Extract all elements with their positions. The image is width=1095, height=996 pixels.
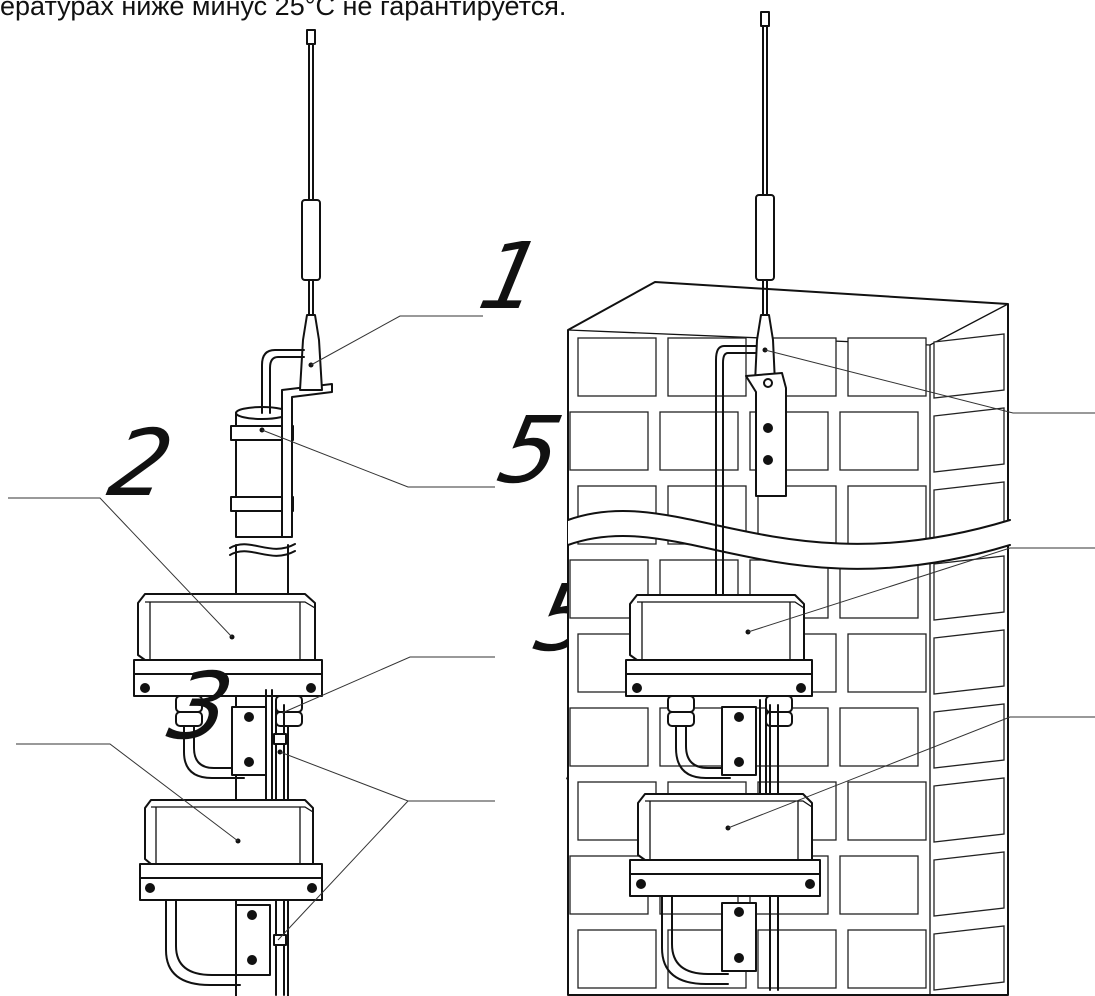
wall-brick [839, 411, 919, 471]
module-3-enclosure [139, 799, 323, 901]
callouts-right: 1 2 3 [1091, 320, 1095, 427]
callout-2-module: 2 [101, 410, 182, 517]
antenna-bracket [281, 383, 333, 538]
wall-brick-side [933, 333, 1005, 399]
wall-brick [839, 707, 919, 767]
wall-brick [847, 929, 927, 989]
wall-brick [569, 707, 649, 767]
module-3-mounting [165, 899, 287, 986]
module-2-enclosure-wall [625, 594, 813, 697]
wall-brick [569, 411, 649, 471]
callout-1-antenna: 1 [471, 223, 552, 330]
wall-brick [847, 781, 927, 841]
leader-lines-left [8, 315, 495, 941]
module-2-mounting-wall [667, 695, 793, 991]
wall-brick [659, 411, 739, 471]
wall-brick [577, 337, 657, 397]
wall-brick-side [933, 407, 1005, 473]
wall-brick-side [933, 629, 1005, 695]
callout-1-antenna-wall: 1 [1091, 320, 1095, 427]
wall-brick-side [933, 703, 1005, 769]
antenna [299, 29, 323, 391]
antenna-cable-wall [715, 345, 757, 601]
module-3-enclosure-wall [629, 793, 821, 897]
callouts-left: 1 5 2 5 3 4 [101, 223, 638, 817]
wall-brick-side [933, 925, 1005, 991]
caption-text: ературах ниже минус 25°С не гарантируетс… [0, 0, 567, 21]
antenna-wall-bracket [745, 372, 787, 497]
wall-brick [847, 485, 927, 545]
wall-brick [839, 855, 919, 915]
wall-brick-side [933, 555, 1005, 621]
antenna-cable [261, 349, 305, 414]
module-3-mounting-wall [661, 895, 757, 985]
pole-mount-assembly: 1 5 2 5 3 4 [8, 29, 638, 996]
leader-lines-right [727, 349, 1095, 829]
wall-mount-assembly: 1 2 3 [567, 11, 1095, 996]
wall-brick-side [933, 851, 1005, 917]
module-2-enclosure [133, 593, 323, 697]
wall-brick-side [933, 777, 1005, 843]
callout-5-clamp: 5 [490, 397, 571, 504]
wall-brick [667, 337, 747, 397]
wall-brick [847, 337, 927, 397]
module-2-mounting [175, 689, 303, 996]
wall-brick [847, 633, 927, 693]
wall-brick [577, 929, 657, 989]
